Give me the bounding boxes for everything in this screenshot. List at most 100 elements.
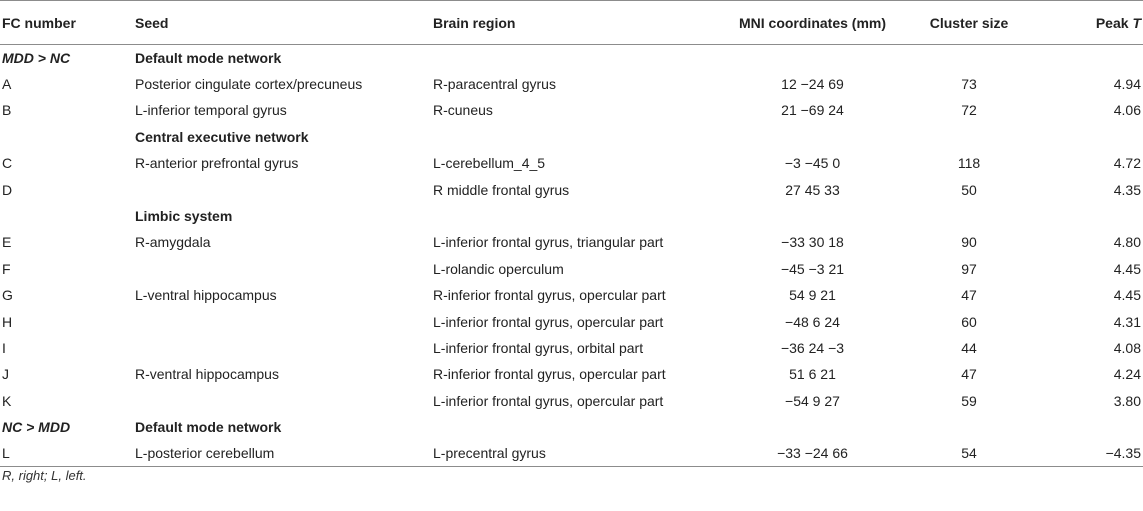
cell-brain-region: L-inferior frontal gyrus, orbital part: [433, 339, 644, 356]
header-cluster-size: Cluster size: [902, 0, 1036, 45]
table-row: G L-ventral hippocampus R-inferior frontal…: [0, 282, 1143, 308]
cell-fc-number: J: [2, 366, 9, 383]
cell-brain-region: [433, 45, 723, 71]
cell-seed: L-inferior temporal gyrus: [135, 102, 287, 119]
cell-peak-t: [1036, 45, 1143, 71]
table-header: FC number Seed Brain region MNI coordina…: [0, 0, 1143, 45]
cell-mni-coordinates: 54 9 21: [789, 287, 836, 304]
cell-mni-coordinates: −54 9 27: [785, 392, 840, 409]
cell-fc-number: MDD > NC: [2, 49, 71, 66]
cell-mni-coordinates: 51 6 21: [789, 366, 836, 383]
cell-brain-region: L-rolandic operculum: [433, 260, 564, 277]
cell-mni-coordinates: [723, 45, 902, 71]
cell-seed: [135, 176, 433, 202]
cell-brain-region: L-precentral gyrus: [433, 440, 723, 468]
header-mni-coordinates: MNI coordinates (mm): [723, 0, 902, 45]
cell-cluster-size: 90: [961, 234, 977, 251]
table-footnote: R, right; L, left.: [2, 468, 87, 483]
cell-seed: R-anterior prefrontal gyrus: [135, 155, 299, 172]
cell-brain-region: L-inferior frontal gyrus, opercular part: [433, 313, 664, 330]
cell-cluster-size: 50: [961, 181, 977, 198]
cell-peak-t: 4.45: [1113, 287, 1141, 304]
cell-seed: [135, 335, 433, 361]
cell-mni-coordinates: [723, 124, 902, 150]
cell-fc-number: L: [0, 440, 135, 468]
table-row: I L-inferior frontal gyrus, orbital part −…: [0, 335, 1143, 361]
cell-seed: R-ventral hippocampus: [135, 366, 279, 383]
cell-mni-coordinates: [723, 203, 902, 229]
cell-seed: L-posterior cerebellum: [135, 440, 433, 468]
cell-fc-number: A: [2, 76, 12, 93]
cell-peak-t: [1036, 203, 1143, 229]
cell-seed: [135, 308, 433, 334]
cell-peak-t: 4.72: [1113, 155, 1141, 172]
cell-brain-region: L-inferior frontal gyrus, opercular part: [433, 392, 664, 409]
cell-mni-coordinates: [723, 414, 902, 440]
cell-cluster-size: [902, 45, 1036, 71]
cell-peak-t: [1036, 124, 1143, 150]
cell-fc-number: F: [2, 260, 11, 277]
cell-fc-number: H: [2, 313, 13, 330]
cell-cluster-size: [902, 124, 1036, 150]
section-header-row: Central executive network: [0, 124, 1143, 150]
cell-brain-region: L-cerebellum_4_5: [433, 155, 546, 172]
cell-seed: Default mode network: [135, 419, 282, 436]
cell-peak-t: −4.35: [1036, 440, 1143, 468]
cell-mni-coordinates: 12 −24 69: [781, 76, 844, 93]
cell-brain-region: [433, 203, 723, 229]
cell-cluster-size: 47: [961, 366, 977, 383]
cell-fc-number: NC > MDD: [2, 419, 71, 436]
cell-peak-t: 4.45: [1113, 260, 1141, 277]
cell-brain-region: R-cuneus: [433, 102, 493, 119]
cell-cluster-size: 59: [961, 392, 977, 409]
cell-peak-t: 4.24: [1113, 366, 1141, 383]
header-fc-number: FC number: [0, 0, 135, 45]
cell-peak-t: 4.94: [1113, 76, 1141, 93]
table-row: A Posterior cingulate cortex/precuneus R-p…: [0, 71, 1143, 97]
cell-cluster-size: 72: [961, 102, 977, 119]
cell-brain-region: [433, 124, 723, 150]
cell-brain-region: R-paracentral gyrus: [433, 76, 556, 93]
cell-cluster-size: [902, 414, 1036, 440]
cell-mni-coordinates: −48 6 24: [785, 313, 840, 330]
cell-cluster-size: 44: [961, 339, 977, 356]
cell-fc-number: I: [2, 339, 6, 356]
cell-cluster-size: 54: [902, 440, 1036, 468]
cell-peak-t: 4.31: [1113, 313, 1141, 330]
cell-cluster-size: 47: [961, 287, 977, 304]
cell-fc-number: [0, 124, 135, 150]
cell-mni-coordinates: −45 −3 21: [780, 260, 845, 277]
cell-mni-coordinates: −36 24 −3: [780, 339, 845, 356]
results-table: FC number Seed Brain region MNI coordina…: [0, 0, 1143, 468]
header-row: FC number Seed Brain region MNI coordina…: [0, 0, 1143, 45]
cell-peak-t: 4.08: [1113, 339, 1141, 356]
cell-seed: L-ventral hippocampus: [135, 287, 277, 304]
header-peak-t: Peak T: [1036, 0, 1143, 45]
section-header-row: Limbic system: [0, 203, 1143, 229]
header-brain-region: Brain region: [433, 0, 723, 45]
cell-seed: [135, 388, 433, 414]
cell-fc-number: [0, 203, 135, 229]
cell-cluster-size: 73: [961, 76, 977, 93]
cell-brain-region: R middle frontal gyrus: [433, 181, 570, 198]
header-peak-t-symbol: T: [1132, 14, 1141, 31]
cell-fc-number: K: [2, 392, 12, 409]
cell-cluster-size: [902, 203, 1036, 229]
group-header-row: NC > MDD Default mode network: [0, 414, 1143, 440]
cell-seed: Posterior cingulate cortex/precuneus: [135, 76, 363, 93]
cell-fc-number: E: [2, 234, 12, 251]
cell-peak-t: 4.06: [1113, 102, 1141, 119]
cell-brain-region: R-inferior frontal gyrus, opercular part: [433, 287, 666, 304]
cell-fc-number: D: [2, 181, 13, 198]
cell-seed: Limbic system: [135, 208, 233, 225]
cell-fc-number: G: [2, 287, 13, 304]
